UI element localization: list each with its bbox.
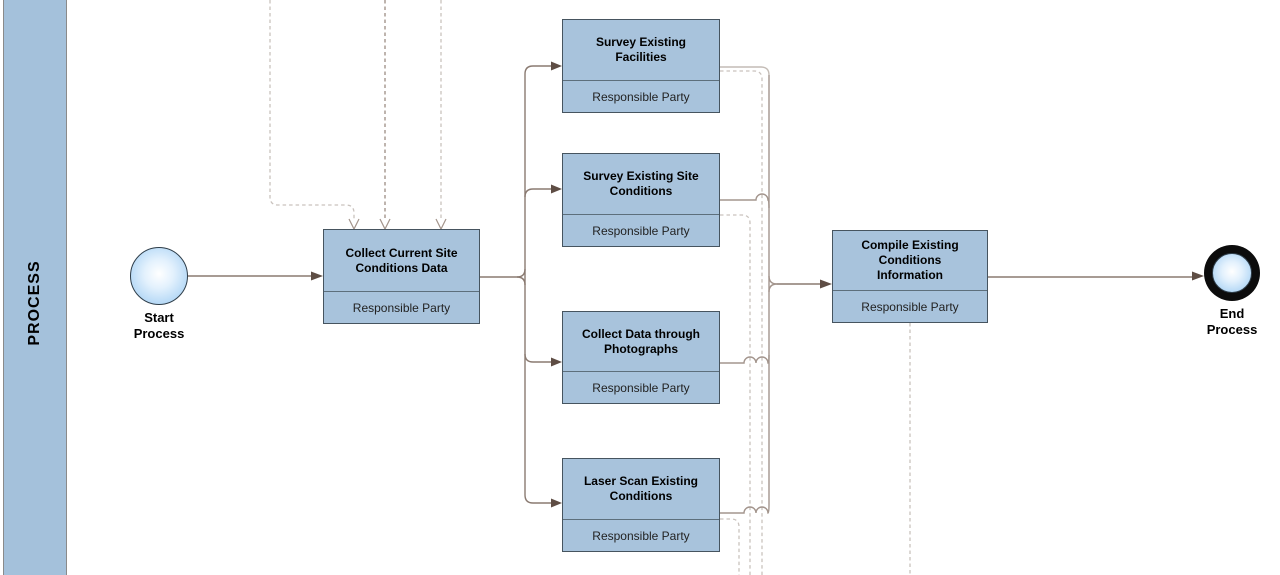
end-event-inner-circle (1212, 253, 1252, 293)
task-title: Survey Existing Site Conditions (583, 169, 699, 198)
task-party-label: Responsible Party (563, 80, 719, 112)
connector-fork-from-collect (480, 65, 551, 504)
task-survey-existing-facilities[interactable]: Survey Existing Facilities Responsible P… (562, 19, 720, 113)
connector-start-to-collect (188, 271, 323, 281)
start-event-label: Start Process (133, 310, 185, 341)
connector-merge-laser-scan (720, 504, 770, 514)
task-title: Compile Existing Conditions Information (861, 238, 959, 282)
connector-merge-facilities (720, 66, 770, 76)
end-event-label: End Process (1206, 306, 1258, 337)
fork-arrowheads (551, 61, 562, 508)
dashed-open-arrowheads (348, 218, 447, 231)
end-event-circle[interactable] (1204, 245, 1260, 301)
lane-process-label: PROCESS (26, 260, 43, 346)
task-title: Collect Current Site Conditions Data (345, 245, 458, 275)
dashed-connector-from-laser-scan (720, 518, 740, 575)
start-event-circle[interactable] (130, 247, 188, 305)
task-collect-data-through-photographs[interactable]: Collect Data through Photographs Respons… (562, 311, 720, 404)
connector-merge-vertical (768, 75, 778, 505)
dashed-connector-from-facilities (720, 70, 763, 575)
task-party-label: Responsible Party (563, 214, 719, 246)
task-party-label: Responsible Party (563, 519, 719, 551)
dashed-connector-into-collect-1 (269, 0, 355, 219)
lane-process[interactable]: PROCESS (3, 0, 67, 575)
task-survey-existing-site-conditions[interactable]: Survey Existing Site Conditions Responsi… (562, 153, 720, 247)
task-laser-scan-existing-conditions[interactable]: Laser Scan Existing Conditions Responsib… (562, 458, 720, 552)
task-party-label: Responsible Party (833, 290, 987, 322)
task-party-label: Responsible Party (563, 371, 719, 403)
task-collect-current-site-conditions-data[interactable]: Collect Current Site Conditions Data Res… (323, 229, 480, 324)
connector-merge-to-compile (777, 279, 832, 289)
task-compile-existing-conditions-information[interactable]: Compile Existing Conditions Information … (832, 230, 988, 323)
task-title: Laser Scan Existing Conditions (583, 474, 699, 503)
connector-compile-to-end (988, 271, 1204, 281)
dashed-connector-from-site-conditions (720, 214, 751, 575)
task-title: Collect Data through Photographs (581, 326, 700, 356)
task-title: Survey Existing Facilities (595, 35, 687, 64)
task-party-label: Responsible Party (324, 291, 479, 323)
